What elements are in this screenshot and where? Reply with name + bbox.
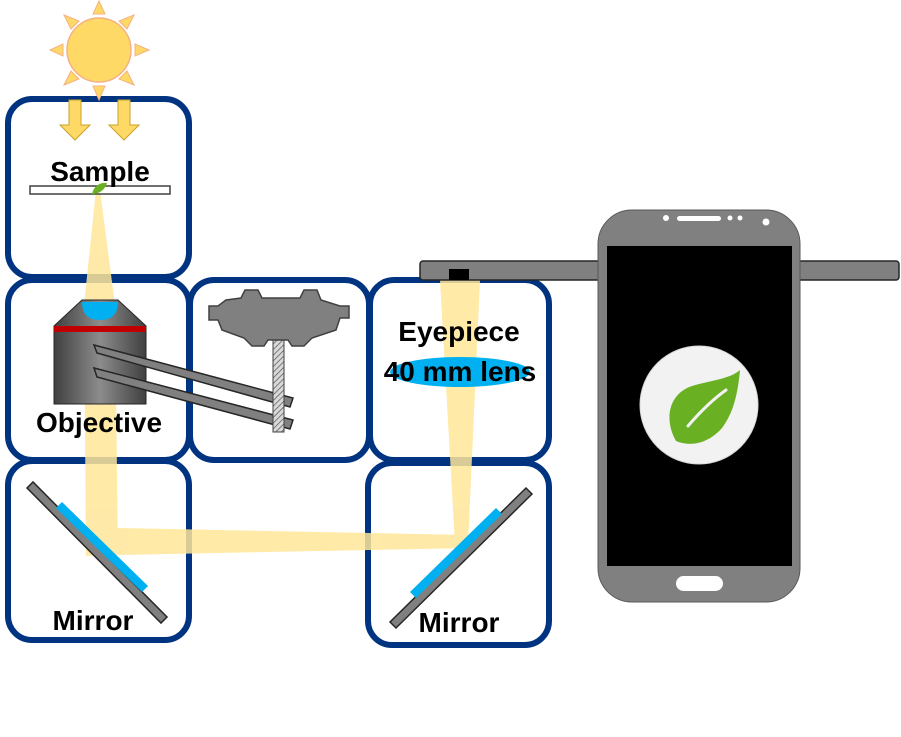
eyepiece-lens: [390, 357, 530, 387]
objective-label: Objective: [36, 407, 162, 438]
speaker-grille: [677, 216, 721, 221]
sample-leaf-icon: [92, 182, 107, 194]
eyepiece-label: Eyepiece: [398, 316, 519, 347]
leaf-icon: [639, 345, 759, 465]
mirror-left: [25, 480, 169, 625]
mirror-left-label: Mirror: [53, 605, 134, 636]
home-button: [676, 576, 723, 591]
front-camera: [663, 215, 669, 221]
mirror-right: [388, 486, 534, 630]
camera-aperture: [449, 269, 469, 280]
lens-label: 40 mm lens: [384, 356, 537, 387]
smartphone: [597, 209, 801, 603]
sample-label: Sample: [50, 156, 150, 187]
sun-icon: [48, 0, 151, 102]
mirror-right-label: Mirror: [419, 607, 500, 638]
focus-gear-icon: [208, 289, 350, 433]
down-arrow-icon: [58, 99, 141, 141]
focus-rods: [92, 343, 294, 430]
sample-slide: [29, 182, 171, 195]
